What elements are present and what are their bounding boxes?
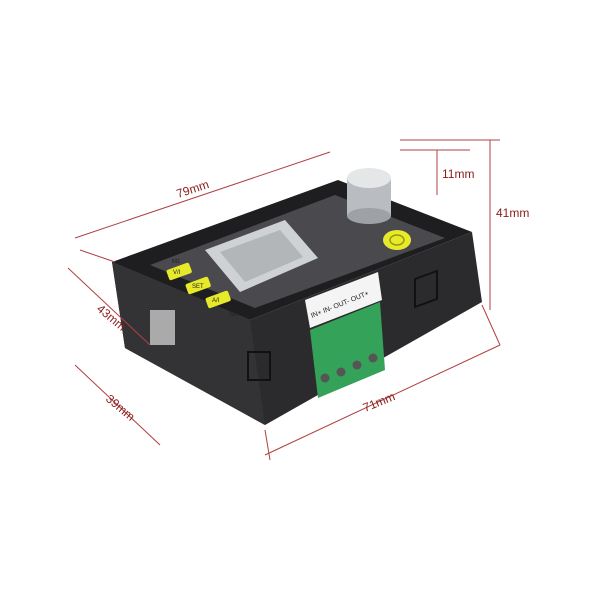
dimension-lines bbox=[67, 139, 501, 461]
button-ai[interactable]: A/I bbox=[205, 290, 231, 309]
dim-length-top: 79mm bbox=[175, 177, 211, 201]
button-vi[interactable]: V/I bbox=[166, 262, 192, 281]
mode2-label: M2 bbox=[230, 312, 239, 318]
dim-total-height: 41mm bbox=[496, 206, 529, 220]
svg-text:V/I: V/I bbox=[173, 270, 181, 276]
dim-length-bottom: 71mm bbox=[361, 389, 397, 414]
dim-body-depth: 39mm bbox=[103, 392, 138, 424]
button-set[interactable]: SET bbox=[185, 276, 211, 295]
dim-knob-height: 11mm bbox=[442, 167, 474, 181]
mount-clip bbox=[150, 310, 175, 345]
display-inner bbox=[220, 230, 303, 282]
rotary-knob[interactable] bbox=[347, 168, 391, 224]
screw-icon bbox=[352, 360, 362, 370]
terminal-block[interactable] bbox=[310, 302, 385, 398]
power-button[interactable] bbox=[383, 230, 411, 250]
terminal-label bbox=[305, 272, 382, 328]
side-clip-left bbox=[247, 351, 271, 381]
svg-text:A/I: A/I bbox=[212, 298, 220, 304]
mode1-label: M1 bbox=[172, 259, 181, 265]
screw-icon bbox=[320, 373, 330, 383]
screw-icon bbox=[368, 353, 378, 363]
side-clip-right bbox=[414, 269, 438, 309]
svg-text:SET: SET bbox=[192, 284, 204, 290]
device-body-side-left bbox=[112, 262, 265, 425]
screw-icon bbox=[336, 367, 346, 377]
